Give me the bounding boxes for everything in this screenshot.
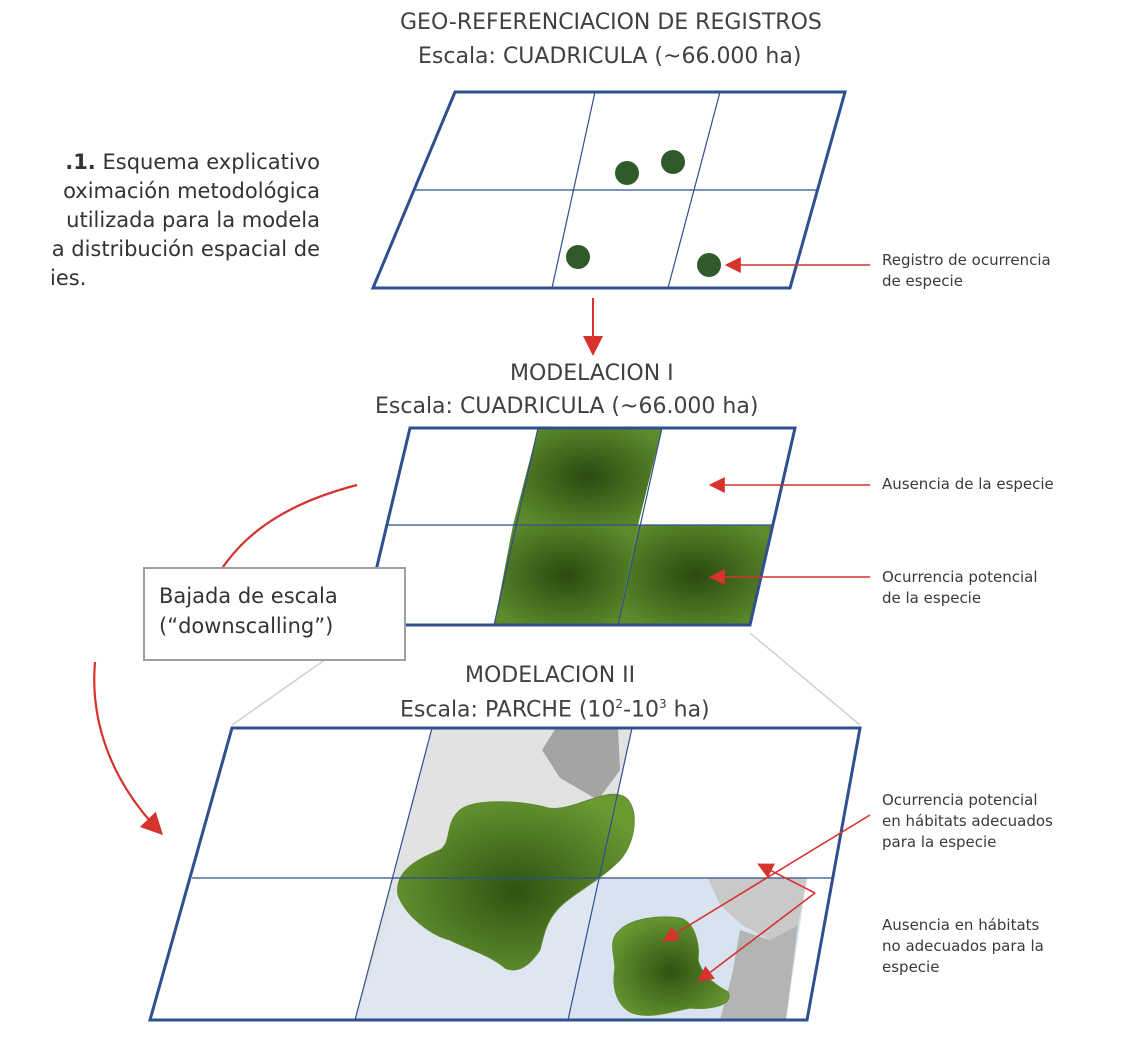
occurrence-dot [566,245,590,269]
panel-modelacion-2-grid [148,726,862,1022]
caption-label: .1. [65,150,96,174]
caption-line: a distribución espacial de [51,237,320,261]
panel-georef-grid [370,90,847,290]
panel-3-scale: Escala: PARCHE (102-103 ha) [400,697,710,723]
grid-border [148,726,862,1022]
panel-2-title: MODELACION I [510,361,674,386]
habitat-blob-small [612,916,730,1016]
gray-patch [720,925,798,1020]
downscaling-curve-bottom [93,661,164,836]
grid-border [361,426,797,627]
annotation-ocurrencia: Ocurrencia potencial de la especie [882,568,1038,607]
occurrence-dot [697,253,721,277]
occurrence-dot [615,161,639,185]
gray-patch [708,878,807,940]
occupied-cell [513,428,662,525]
grid-line [493,427,539,626]
panel-1-title: GEO-REFERENCIACION DE REGISTROS [400,10,822,35]
grid-line [567,727,633,1021]
panel-modelacion-1-grid [361,426,797,627]
panel-3-title: MODELACION II [465,663,636,688]
annotation-ausencia: Ausencia de la especie [882,475,1054,493]
figure-caption: .1. Esquema explicativo oximación metodo… [0,148,320,293]
grid-line [617,427,663,626]
occurrence-dot [661,150,685,174]
projection-line [749,632,861,726]
occupied-cell [494,525,638,625]
caption-line: ies. [50,266,87,290]
annotation-ocurrencia-habitat: Ocurrencia potencial en hábitats adecuad… [882,791,1053,851]
occupied-cell [618,525,773,625]
annotation-ausencia-habitat: Ausencia en hábitats no adecuados para l… [882,916,1044,976]
gray-patch [542,728,620,800]
annotation-registro: Registro de ocurrencia de especie [882,251,1051,290]
caption-line: Esquema explicativo [102,150,320,174]
downscaling-label-box: Bajada de escala (“downscalling”) [143,567,406,661]
panel-1-scale: Escala: CUADRICULA (~66.000 ha) [418,44,802,69]
caption-line: utilizada para la modela [66,208,320,232]
habitat-blob-large [397,793,635,971]
panel-2-scale: Escala: CUADRICULA (~66.000 ha) [375,394,759,419]
grid-line [354,727,433,1021]
caption-line: oximación metodológica [63,179,320,203]
ausencia-habitat-arrow-2 [697,892,816,982]
ausencia-habitat-arrow-1 [757,863,816,894]
downscaling-label: (“downscalling”) [159,614,334,638]
downscaling-label: Bajada de escala [159,584,338,608]
